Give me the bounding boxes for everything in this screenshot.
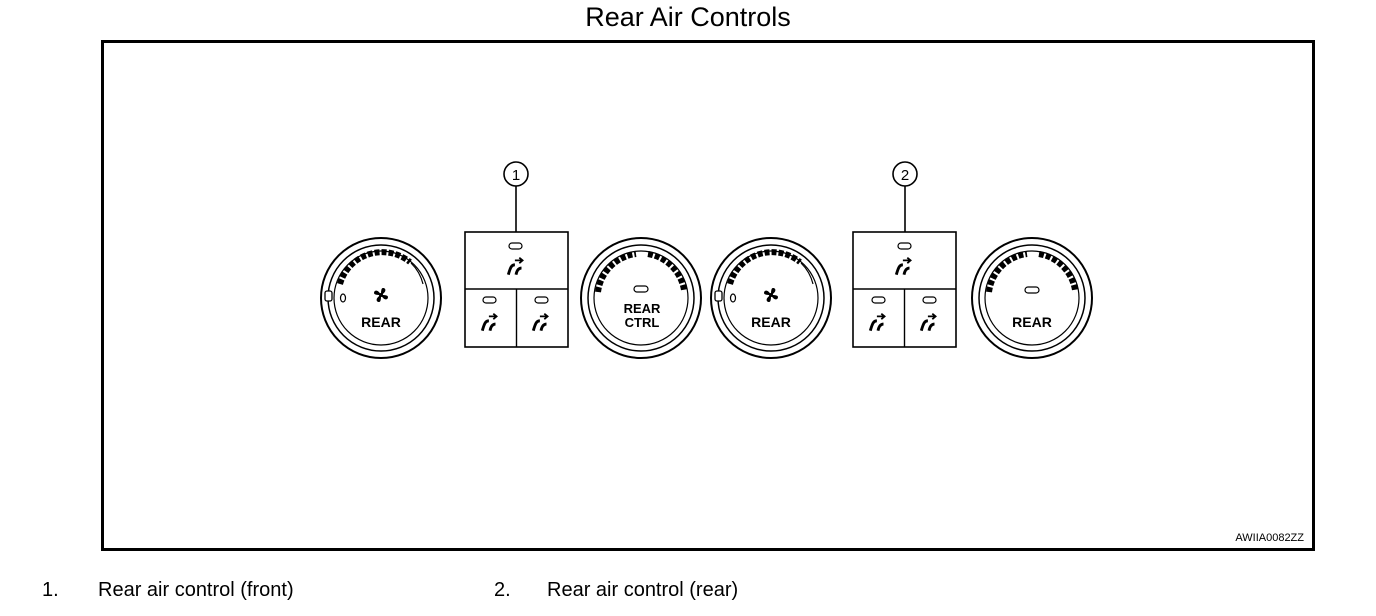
vent-mode-button-right[interactable] — [531, 296, 550, 333]
indicator-light — [922, 296, 937, 304]
vent-mode-button-top[interactable] — [506, 242, 525, 277]
legend-number: 2. — [494, 579, 511, 601]
indicator-light — [1024, 286, 1040, 294]
image-code: AWIIA0082ZZ — [1235, 532, 1304, 544]
vent-mode-button-top[interactable] — [894, 242, 913, 277]
indicator-light — [508, 242, 523, 250]
vent-mode-button-left[interactable] — [868, 296, 887, 333]
rear-ctrl-knob[interactable]: REAR CTRL — [580, 237, 702, 359]
svg-text:2: 2 — [901, 167, 909, 184]
rear-air-control-rear-panel — [852, 231, 957, 348]
legend-text: Rear air control (rear) — [547, 579, 739, 601]
rear-air-control-front-panel — [464, 231, 569, 348]
rear-temp-knob[interactable]: REAR — [971, 237, 1093, 359]
knob-label: REAR — [361, 314, 401, 330]
knob-label-line-2: CTRL — [625, 315, 660, 330]
knob-label: REAR — [1012, 314, 1052, 330]
knob-label: REAR — [751, 314, 791, 330]
vent-mode-button-left[interactable] — [480, 296, 499, 333]
callout-2: 2 — [892, 161, 918, 232]
indicator-light — [633, 285, 649, 293]
svg-text:1: 1 — [512, 167, 520, 184]
legend-number: 1. — [42, 579, 59, 601]
legend-text: Rear air control (front) — [98, 579, 294, 601]
rear-fan-knob-front[interactable]: REAR — [320, 237, 442, 359]
indicator-light — [897, 242, 912, 250]
rear-fan-knob-rear[interactable]: REAR — [710, 237, 832, 359]
vent-mode-button-right[interactable] — [919, 296, 938, 333]
indicator-light — [482, 296, 497, 304]
indicator-light — [871, 296, 886, 304]
knob-label-line-1: REAR — [624, 301, 661, 316]
indicator-light — [534, 296, 549, 304]
diagram-frame: AWIIA0082ZZ — [101, 40, 1315, 551]
callout-1: 1 — [503, 161, 529, 232]
diagram-title: Rear Air Controls — [585, 2, 791, 32]
